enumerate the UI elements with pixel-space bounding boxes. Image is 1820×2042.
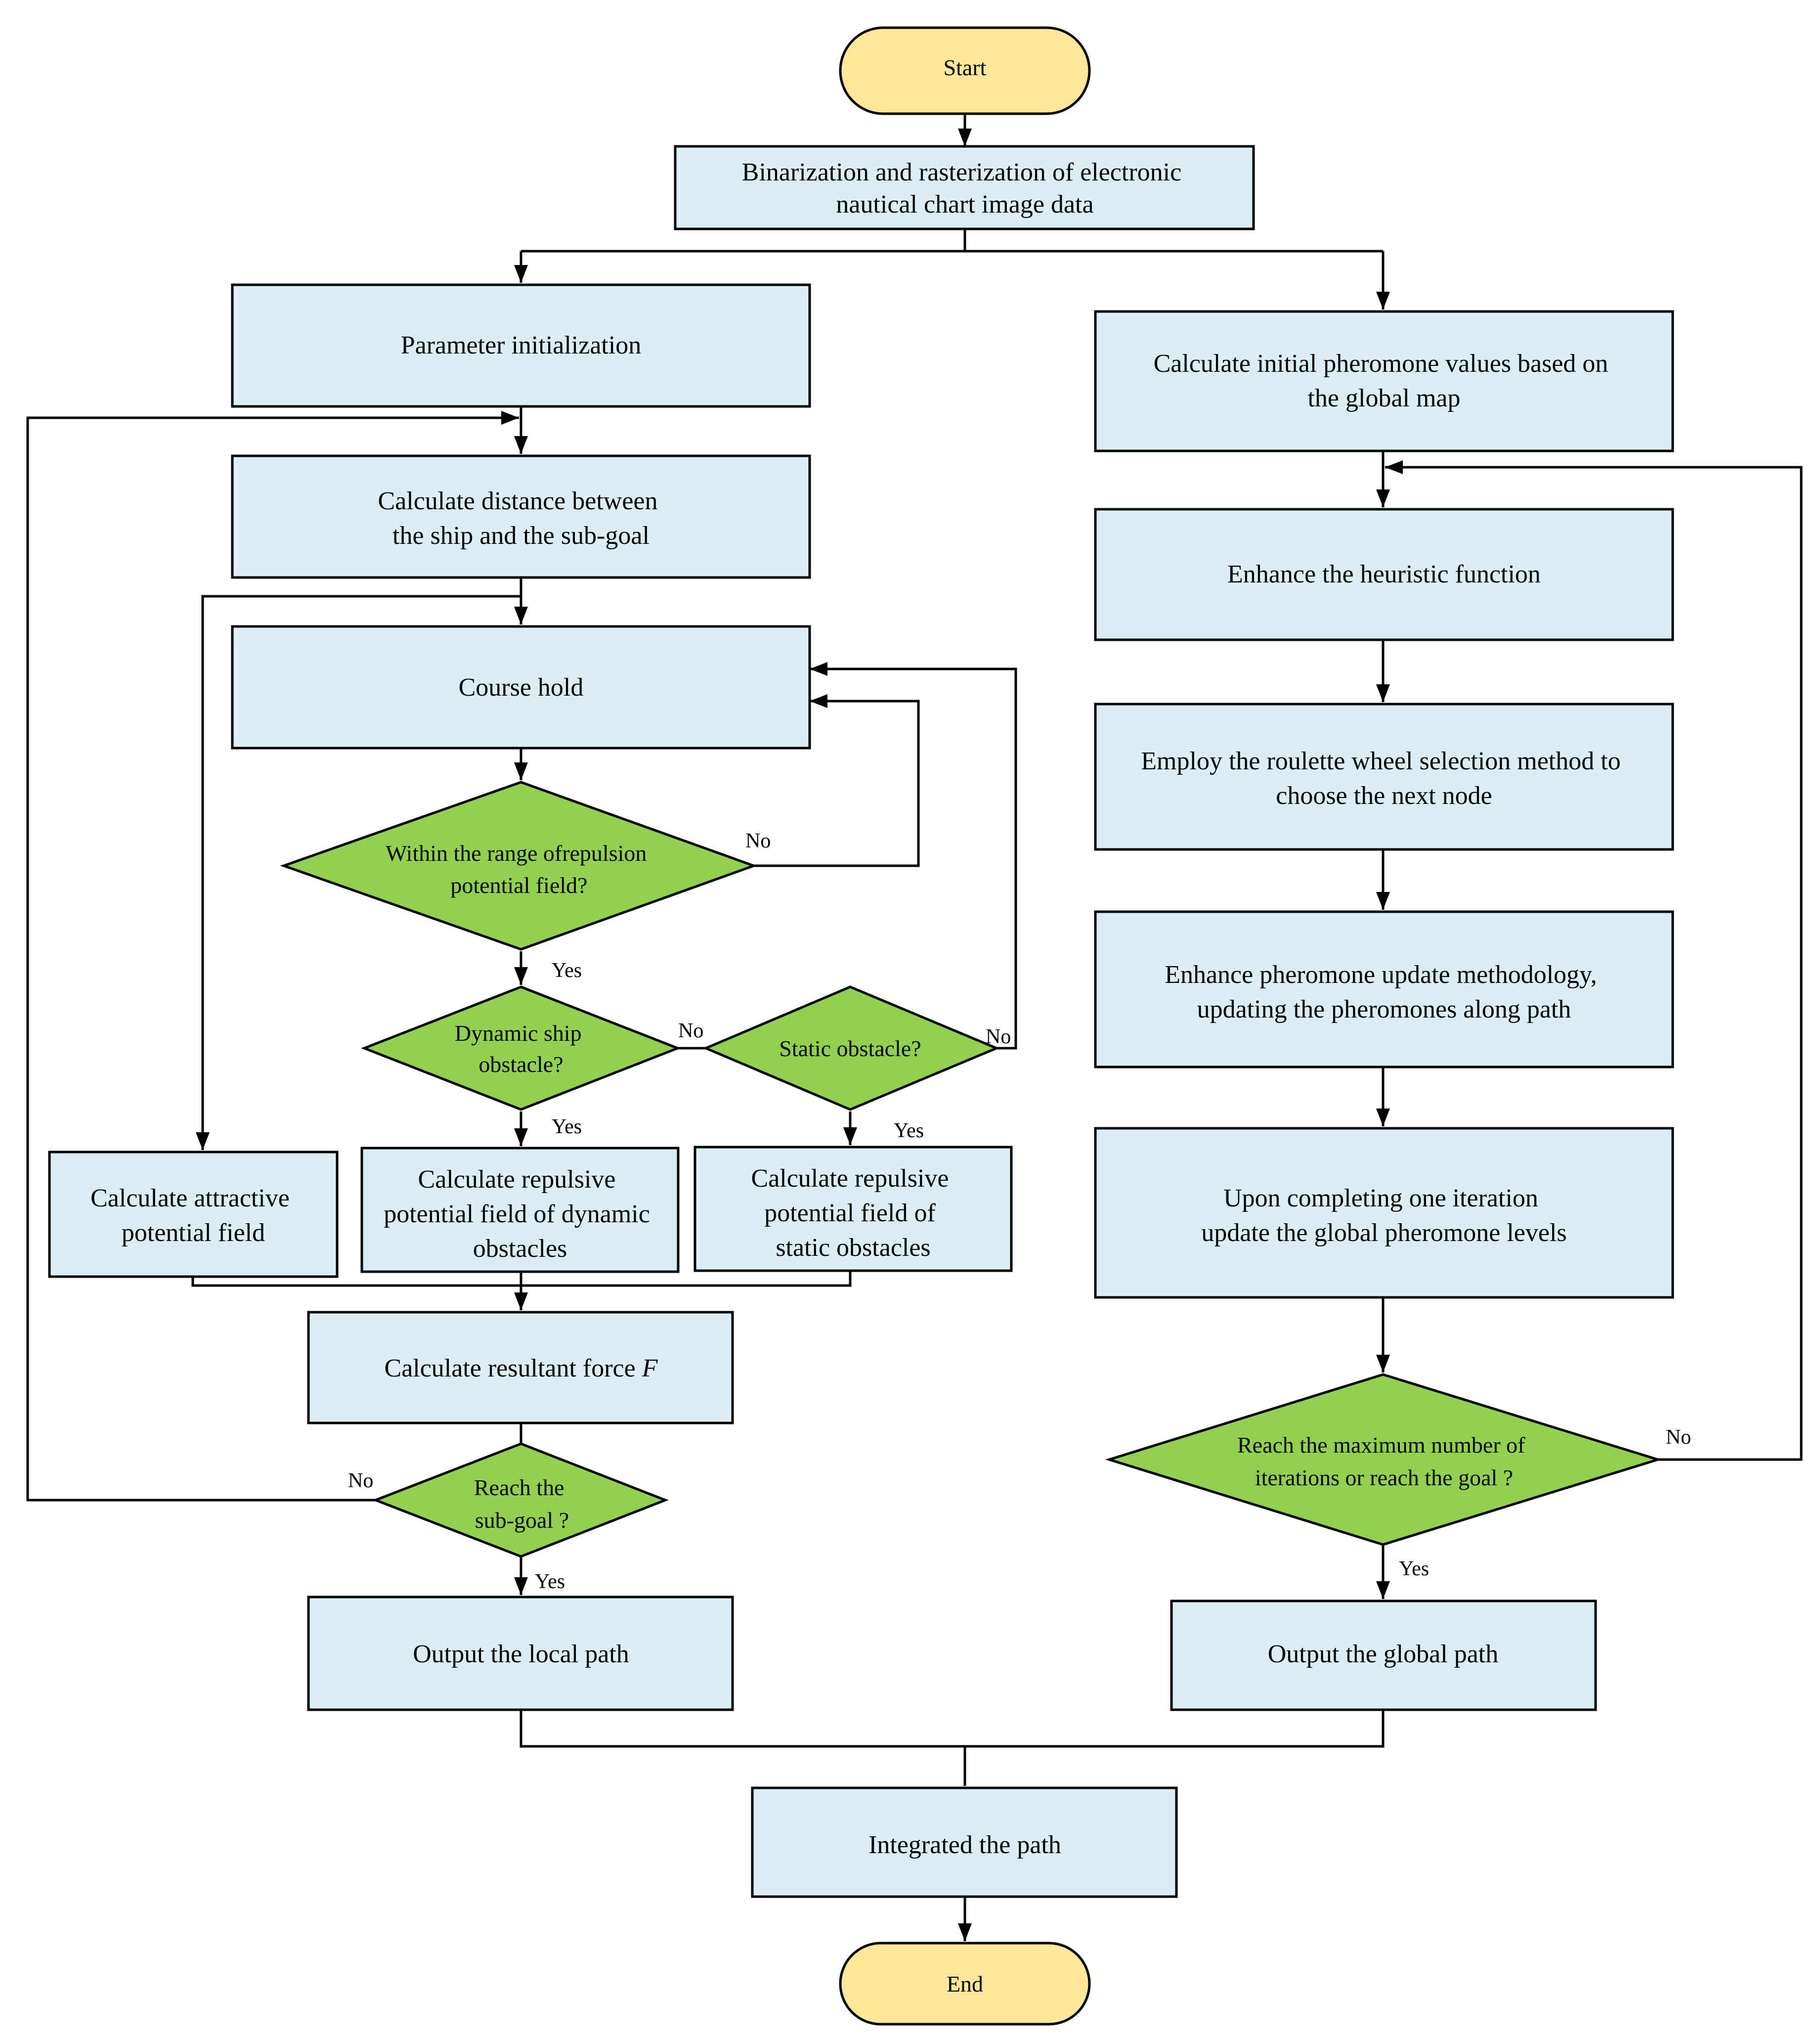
edge-labels: No Yes No Yes No Yes No Yes No Yes bbox=[348, 830, 1691, 1593]
within-no-label: No bbox=[745, 830, 771, 852]
attractive-box: Calculate attractive potential field bbox=[48, 1151, 339, 1278]
integrate-label: Integrated the path bbox=[868, 1831, 1061, 1859]
start-label: Start bbox=[944, 55, 987, 80]
output-local-label: Output the local path bbox=[413, 1640, 629, 1668]
maxiter-no-label: No bbox=[1666, 1426, 1691, 1449]
calc-distance-line-1: Calculate distance between bbox=[378, 487, 658, 515]
repulsive-dynamic-box: Calculate repulsive potential field of d… bbox=[360, 1147, 680, 1273]
max-iter-line-1: Reach the maximum number of bbox=[1237, 1432, 1525, 1458]
end-label: End bbox=[947, 1971, 983, 1997]
svg-text:Reach the maximum number of: Reach the maximum number of iterations o… bbox=[1237, 1432, 1531, 1490]
repulsive-dynamic-line-2: potential field of dynamic bbox=[384, 1200, 650, 1228]
binarize-line-2: nautical chart image data bbox=[836, 190, 1093, 219]
pheromone-update-line-1: Enhance pheromone update methodology, bbox=[1165, 961, 1597, 989]
repulsive-static-box: Calculate repulsive potential field of s… bbox=[693, 1146, 1013, 1272]
course-hold-label: Course hold bbox=[459, 673, 584, 702]
resultant-force-box: Calculate resultant force F bbox=[307, 1311, 734, 1424]
init-pheromone-line-1: Calculate initial pheromone values based… bbox=[1154, 350, 1608, 378]
heuristic-box: Enhance the heuristic function bbox=[1094, 508, 1674, 641]
static-no-label: No bbox=[986, 1025, 1011, 1048]
svg-text:Calculate distance between: Calculate distance between the ship and … bbox=[378, 487, 664, 550]
resultant-force-label: Calculate resultant force bbox=[385, 1354, 642, 1382]
repulsive-static-line-1: Calculate repulsive bbox=[751, 1164, 949, 1193]
integrate-box: Integrated the path bbox=[751, 1786, 1178, 1898]
pheromone-update-box: Enhance pheromone update methodology, up… bbox=[1094, 910, 1674, 1068]
end-terminal: End bbox=[839, 1942, 1091, 2026]
output-local-box: Output the local path bbox=[307, 1596, 734, 1711]
course-hold-box: Course hold bbox=[231, 625, 811, 750]
repulsive-dynamic-line-3: obstacles bbox=[473, 1235, 567, 1263]
calc-distance-line-2: the ship and the sub-goal bbox=[392, 522, 650, 550]
svg-text:Calculate attractive pot: Calculate attractive potential field bbox=[90, 1184, 296, 1247]
attractive-line-2: potential field bbox=[122, 1219, 265, 1247]
svg-text:Calculate repulsive pote: Calculate repulsive potential field of s… bbox=[751, 1164, 955, 1262]
dynamic-obstacle-line-1: Dynamic ship bbox=[455, 1021, 582, 1046]
svg-text:Binarization and rasterization: Binarization and rasterization of electr… bbox=[742, 158, 1188, 219]
subgoal-no-label: No bbox=[348, 1469, 373, 1492]
pheromone-update-line-2: updating the pheromones along path bbox=[1197, 995, 1571, 1023]
reach-subgoal-decision: Reach the sub-goal ? bbox=[372, 1442, 669, 1558]
edge-outputs-merge bbox=[520, 1710, 1385, 1786]
heuristic-label: Enhance the heuristic function bbox=[1227, 560, 1541, 588]
reach-subgoal-line-1: Reach the bbox=[474, 1475, 564, 1500]
attractive-line-1: Calculate attractive bbox=[90, 1184, 290, 1212]
edges bbox=[26, 114, 1803, 1941]
init-pheromone-line-2: the global map bbox=[1307, 384, 1460, 412]
roulette-line-2: choose the next node bbox=[1276, 782, 1492, 810]
within-range-line-1: Within the range ofrepulsion bbox=[386, 841, 647, 866]
edge-subgoal-no-loop bbox=[26, 411, 519, 1502]
global-update-line-1: Upon completing one iteration bbox=[1223, 1184, 1538, 1212]
svg-text:Employ the roulette wheel sele: Employ the roulette wheel selection meth… bbox=[1141, 747, 1627, 810]
maxiter-yes-label: Yes bbox=[1399, 1557, 1429, 1580]
reach-subgoal-line-2: sub-goal ? bbox=[475, 1508, 569, 1533]
svg-text:Reach the sub-goal ?: Reach the sub-goal ? bbox=[474, 1475, 570, 1533]
dynamic-yes-label: Yes bbox=[552, 1115, 582, 1138]
edge-merge-to-resultant bbox=[191, 1271, 852, 1310]
within-range-line-2: potential field? bbox=[450, 873, 587, 898]
max-iter-decision: Reach the maximum number of iterations o… bbox=[1105, 1373, 1662, 1546]
svg-text:Enhance pheromone update metho: Enhance pheromone update methodology, up… bbox=[1165, 961, 1603, 1023]
static-yes-label: Yes bbox=[894, 1119, 924, 1142]
global-update-box: Upon completing one iteration update the… bbox=[1094, 1127, 1674, 1299]
dynamic-obstacle-line-2: obstacle? bbox=[478, 1052, 563, 1077]
binarize-line-1: Binarization and rasterization of electr… bbox=[742, 158, 1181, 186]
static-obstacle-label: Static obstacle? bbox=[779, 1036, 921, 1061]
init-pheromone-box: Calculate initial pheromone values based… bbox=[1094, 310, 1674, 452]
binarize-box: Binarization and rasterization of electr… bbox=[674, 145, 1255, 230]
repulsive-dynamic-line-1: Calculate repulsive bbox=[418, 1165, 616, 1194]
roulette-box: Employ the roulette wheel selection meth… bbox=[1094, 703, 1674, 851]
repulsive-static-line-2: potential field of bbox=[764, 1199, 936, 1227]
dynamic-no-label: No bbox=[678, 1020, 703, 1042]
svg-text:Calculate repulsive pote: Calculate repulsive potential field of d… bbox=[384, 1165, 656, 1263]
calc-distance-box: Calculate distance between the ship and … bbox=[231, 454, 811, 579]
param-init-label: Parameter initialization bbox=[401, 331, 642, 359]
edge-static-no-loop bbox=[810, 662, 1017, 1050]
edge-binarize-split bbox=[521, 229, 1383, 253]
max-iter-line-2: iterations or reach the goal ? bbox=[1255, 1465, 1513, 1490]
global-update-line-2: update the global pheromone levels bbox=[1201, 1219, 1566, 1247]
svg-text:Upon completing one iteration: Upon completing one iteration update the… bbox=[1201, 1184, 1566, 1247]
param-init-box: Parameter initialization bbox=[231, 283, 811, 408]
output-global-box: Output the global path bbox=[1170, 1599, 1597, 1711]
resultant-force-variable: F bbox=[642, 1354, 658, 1382]
svg-text:Within the range ofrepulsion: Within the range ofrepulsion potential f… bbox=[386, 841, 652, 898]
edge-distance-to-attractive bbox=[196, 595, 521, 1150]
within-yes-label: Yes bbox=[552, 959, 582, 982]
static-obstacle-decision: Static obstacle? bbox=[702, 985, 1000, 1111]
within-range-decision: Within the range ofrepulsion potential f… bbox=[280, 781, 758, 951]
svg-text:Calculate initial pheromone va: Calculate initial pheromone values based… bbox=[1154, 350, 1615, 412]
repulsive-static-line-3: static obstacles bbox=[776, 1234, 930, 1262]
roulette-line-1: Employ the roulette wheel selection meth… bbox=[1141, 747, 1620, 775]
svg-text:Dynamic ship obstacle?: Dynamic ship obstacle? bbox=[455, 1021, 587, 1077]
edge-maxiter-no-loop bbox=[1385, 460, 1803, 1461]
start-terminal: Start bbox=[839, 26, 1091, 115]
edge-within-no-loop bbox=[754, 694, 920, 867]
svg-text:Calculate resultant force F: Calculate resultant force F bbox=[385, 1354, 658, 1382]
output-global-label: Output the global path bbox=[1268, 1640, 1498, 1668]
dynamic-obstacle-decision: Dynamic ship obstacle? bbox=[361, 985, 681, 1111]
subgoal-yes-label: Yes bbox=[535, 1570, 565, 1593]
